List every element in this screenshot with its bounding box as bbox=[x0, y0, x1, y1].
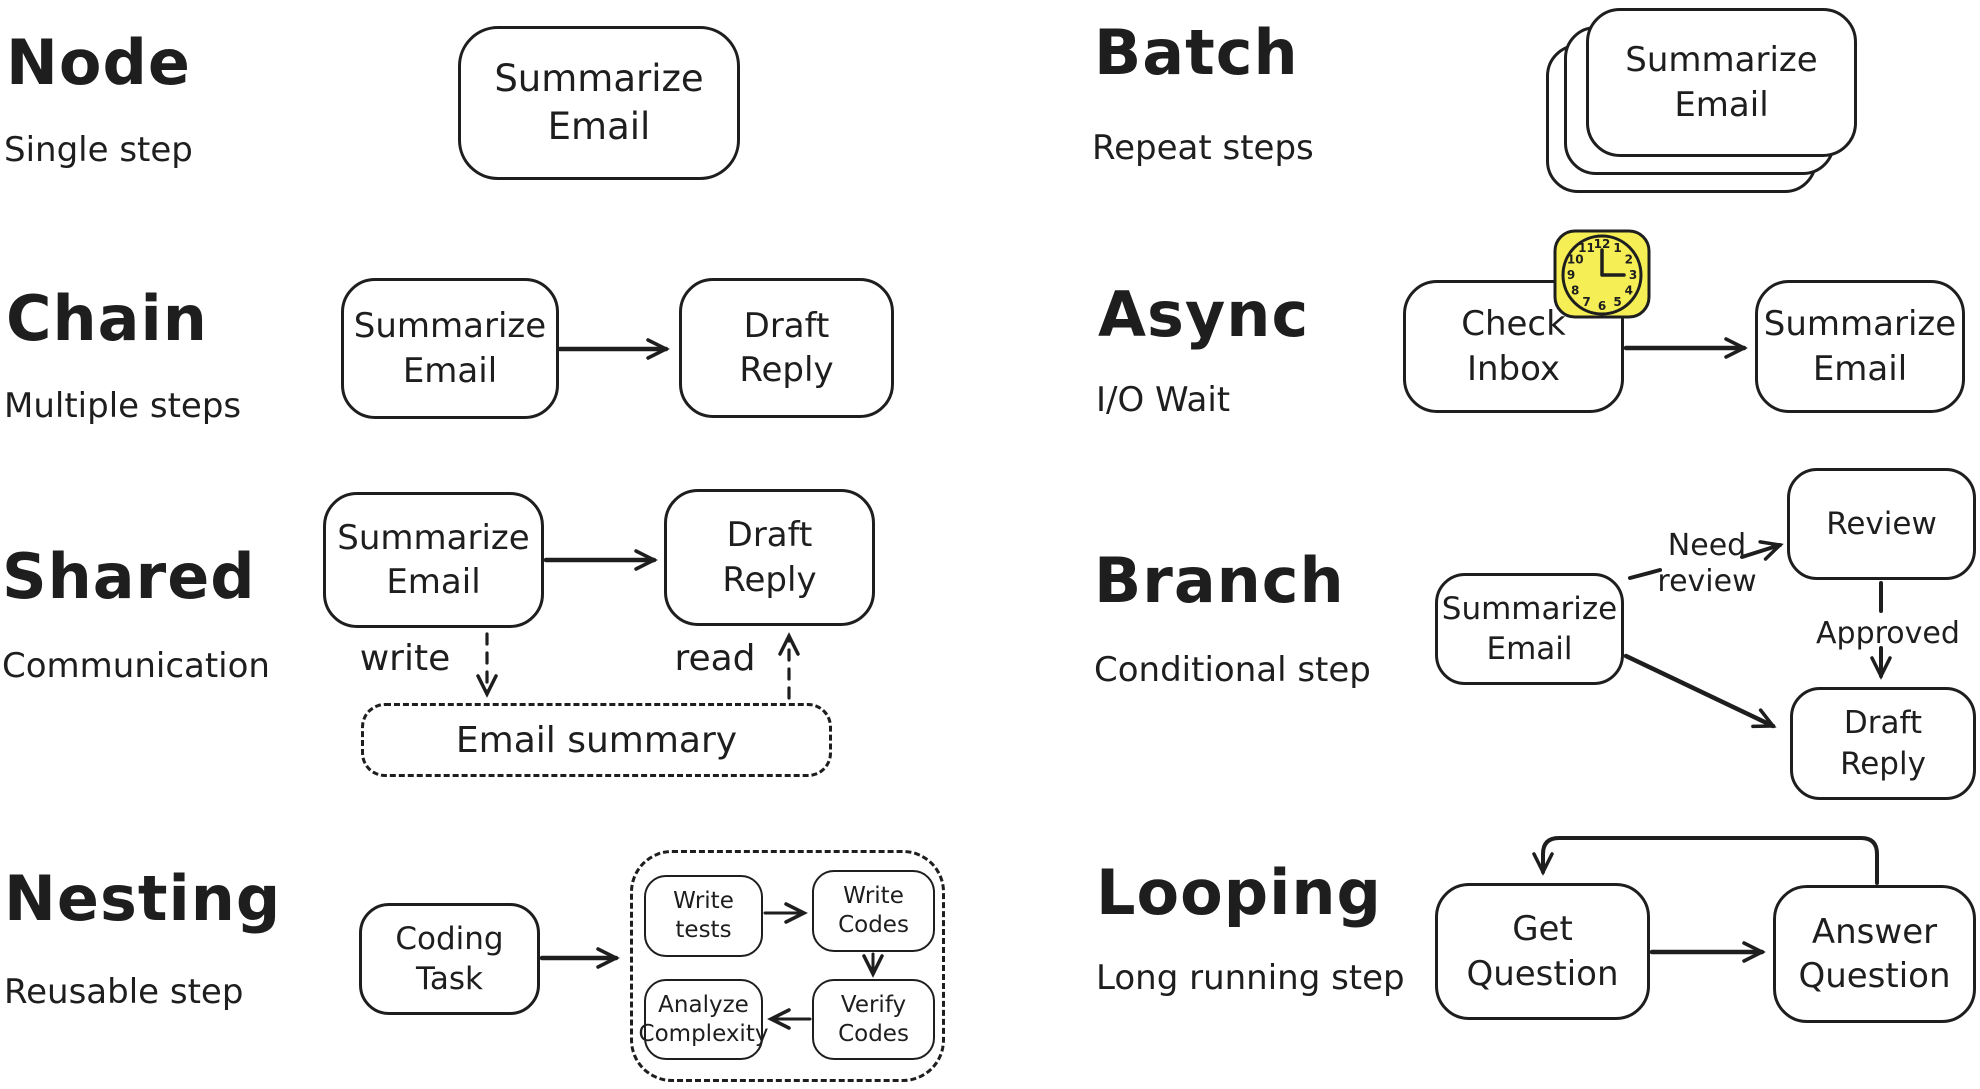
chain-draft-reply-box: Draft Reply bbox=[679, 278, 894, 418]
branch-need-review-label: Need review bbox=[1657, 528, 1757, 599]
clock-number: 6 bbox=[1598, 299, 1606, 313]
looping-subtitle: Long running step bbox=[1096, 958, 1405, 998]
shared-summarize-email-box: Summarize Email bbox=[323, 492, 544, 628]
clock-number: 2 bbox=[1625, 253, 1633, 267]
shared-title: Shared bbox=[2, 540, 256, 613]
clock-hands bbox=[1600, 248, 1626, 277]
clock-number: 3 bbox=[1629, 268, 1637, 282]
clock-number: 9 bbox=[1567, 268, 1575, 282]
nesting-write-tests-box: Write tests bbox=[644, 875, 763, 957]
async-summarize-email-box: Summarize Email bbox=[1755, 280, 1965, 413]
async-subtitle: I/O Wait bbox=[1096, 380, 1231, 420]
clock-number: 12 bbox=[1594, 237, 1611, 251]
shared-subtitle: Communication bbox=[2, 646, 270, 686]
branch-summarize-email-box: Summarize Email bbox=[1435, 573, 1624, 685]
nesting-analyze-complexity-box: Analyze Complexity bbox=[639, 979, 768, 1060]
nesting-title: Nesting bbox=[4, 862, 282, 935]
node-title: Node bbox=[6, 26, 191, 99]
nesting-coding-task-box: Coding Task bbox=[359, 903, 540, 1015]
clock-number: 8 bbox=[1571, 284, 1579, 298]
node-subtitle: Single step bbox=[4, 130, 193, 170]
branch-title: Branch bbox=[1094, 544, 1345, 617]
clock-number: 5 bbox=[1613, 295, 1621, 309]
clock-number: 1 bbox=[1613, 241, 1621, 255]
shared-draft-reply-box: Draft Reply bbox=[664, 489, 875, 626]
branch-subtitle: Conditional step bbox=[1094, 650, 1371, 690]
nesting-subtitle: Reusable step bbox=[4, 972, 244, 1012]
branch-review-box: Review bbox=[1787, 468, 1976, 580]
chain-subtitle: Multiple steps bbox=[4, 386, 242, 426]
batch-title: Batch bbox=[1094, 16, 1299, 89]
clock-number: 4 bbox=[1625, 284, 1633, 298]
async-title: Async bbox=[1098, 278, 1310, 351]
branch-draft-reply-arrow bbox=[1623, 653, 1777, 729]
branch-approved-label: Approved bbox=[1816, 616, 1960, 651]
shared-write-label: write bbox=[359, 638, 451, 679]
batch-subtitle: Repeat steps bbox=[1092, 128, 1314, 168]
looping-answer-question-box: Answer Question bbox=[1773, 885, 1976, 1023]
batch-summarize-email-box: Summarize Email bbox=[1586, 8, 1857, 157]
chain-summarize-email-box: Summarize Email bbox=[341, 278, 559, 419]
nesting-verify-codes-box: Verify Codes bbox=[812, 979, 935, 1060]
clock-number: 10 bbox=[1567, 253, 1584, 267]
branch-draft-reply-box: Draft Reply bbox=[1790, 687, 1976, 800]
clock-number: 11 bbox=[1578, 241, 1595, 255]
shared-email-summary-store: Email summary bbox=[361, 703, 832, 777]
node-summarize-email-box: Summarize Email bbox=[458, 26, 740, 180]
async-check-inbox-box: Check Inbox bbox=[1403, 280, 1624, 413]
shared-read-label: read bbox=[674, 638, 756, 679]
looping-loop-back-arrow bbox=[1532, 836, 1879, 885]
chain-title: Chain bbox=[6, 282, 208, 355]
clock-icon: 12 1 2 3 4 5 6 7 8 9 10 11 bbox=[1553, 229, 1651, 319]
looping-get-question-box: Get Question bbox=[1435, 883, 1650, 1020]
looping-title: Looping bbox=[1096, 856, 1382, 929]
clock-number: 7 bbox=[1582, 295, 1590, 309]
nesting-write-codes-box: Write Codes bbox=[812, 870, 935, 952]
